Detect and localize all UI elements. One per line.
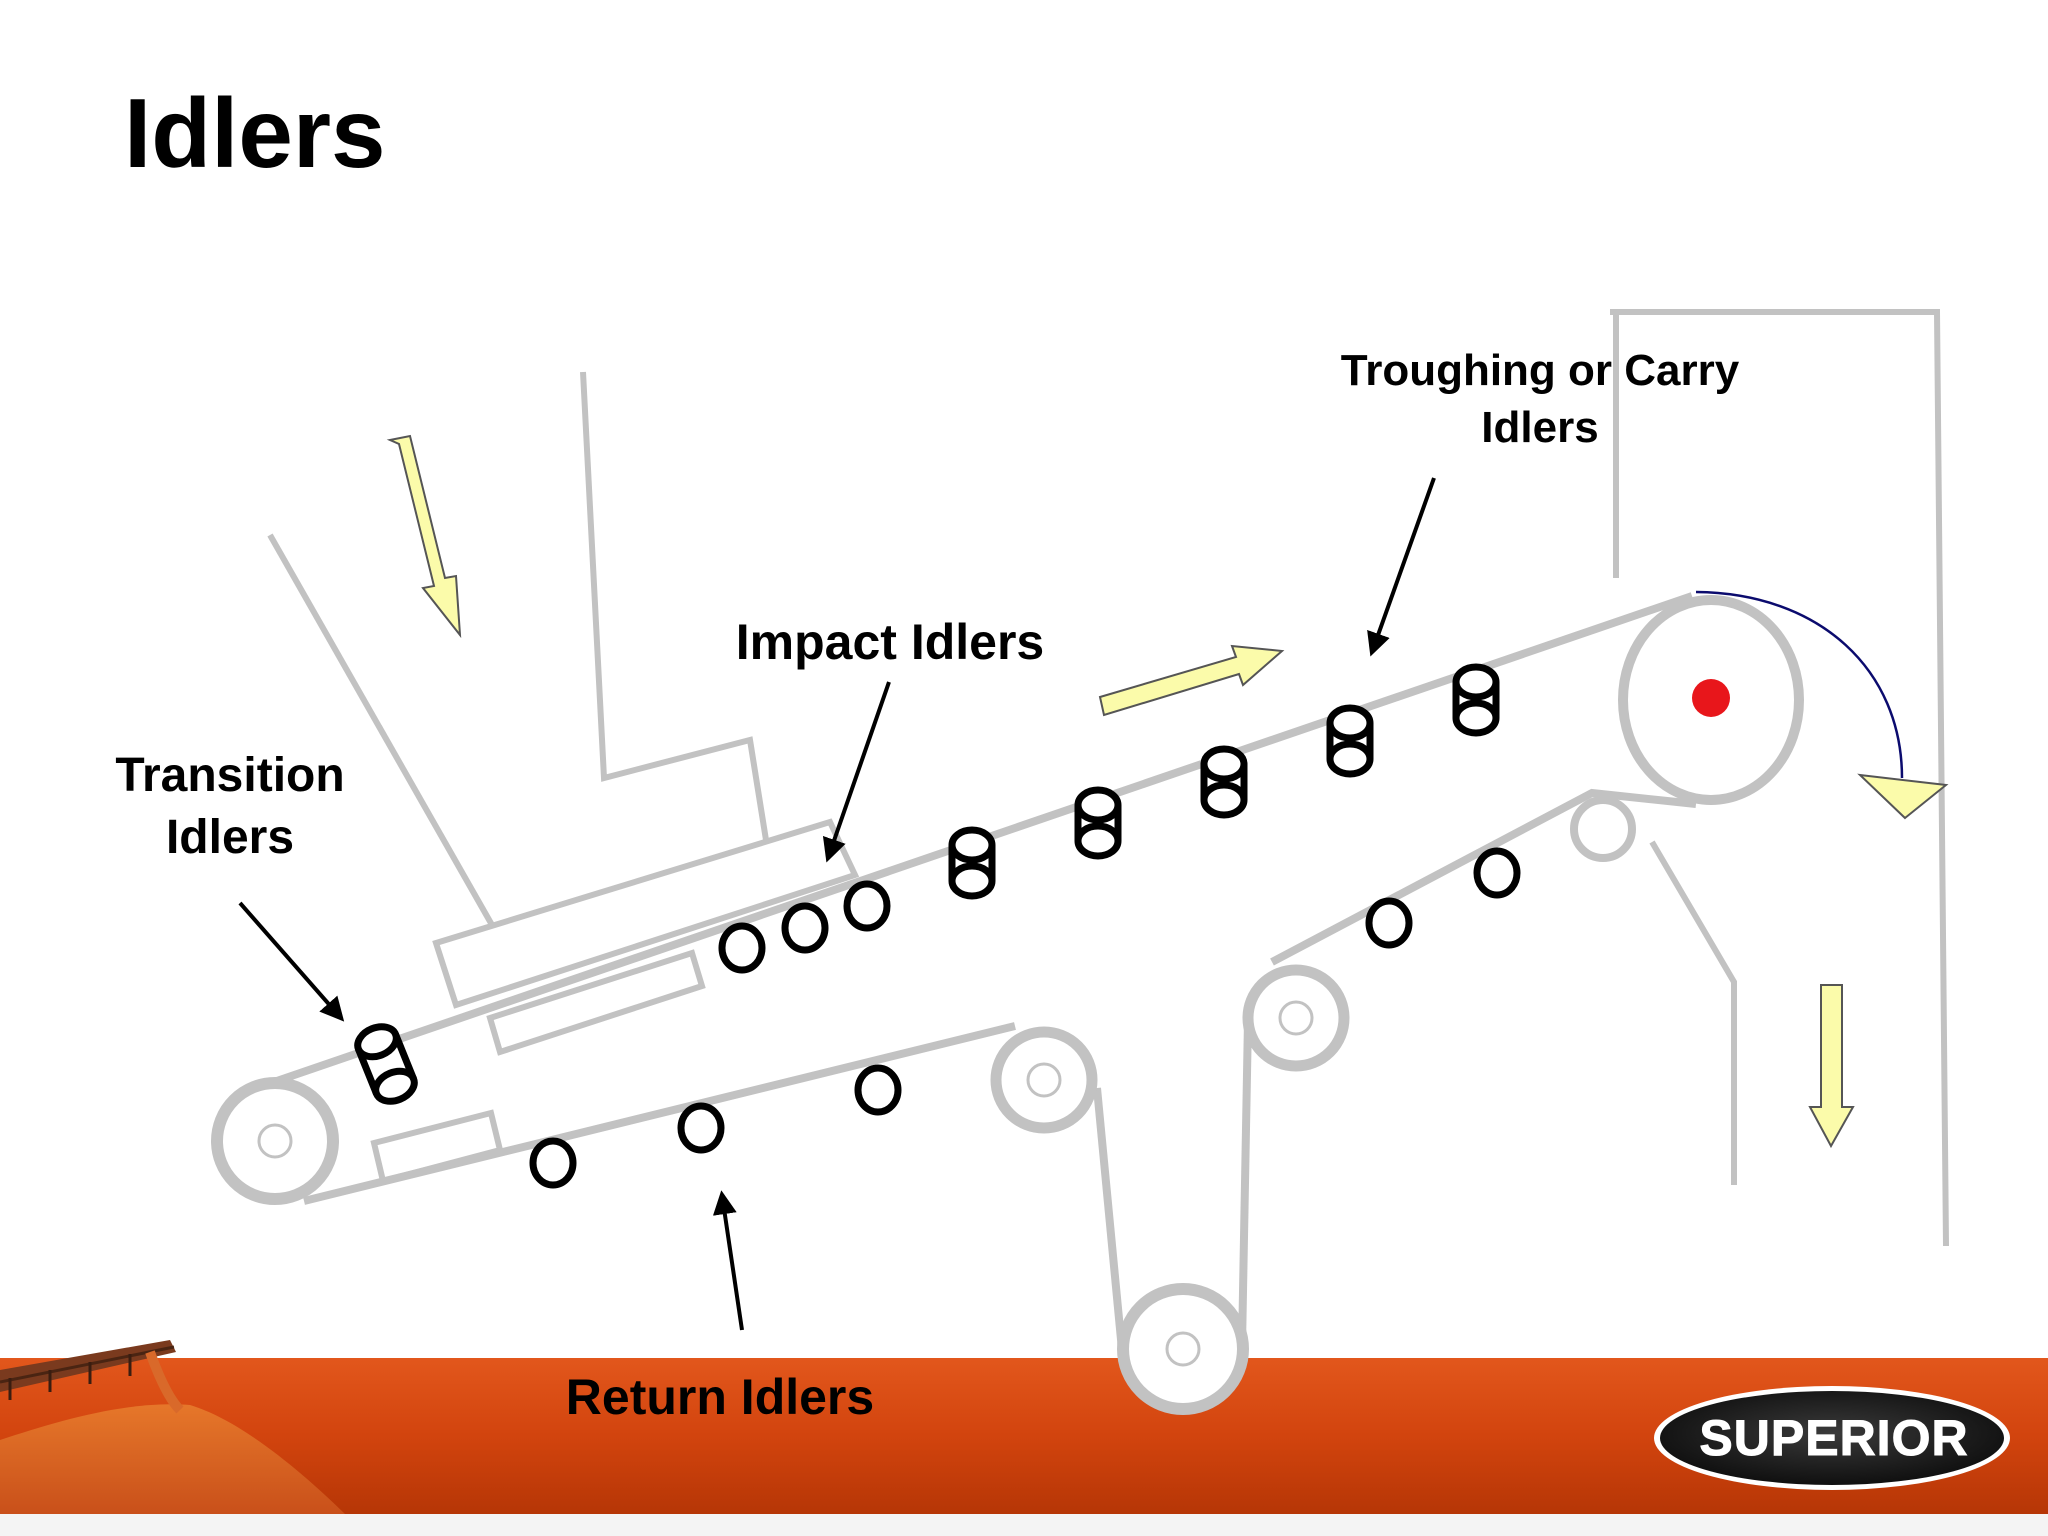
callout-arrows (238, 477, 1436, 1331)
conveyor-belt (266, 592, 1697, 1351)
chute-structure (267, 309, 1949, 1247)
impact-idlers-label: Impact Idlers (735, 614, 1045, 670)
return-idler (529, 1137, 577, 1189)
superior-logo: SUPERIOR (1654, 1386, 2010, 1490)
head-pulley (1618, 595, 1804, 805)
take-up-pulley (1117, 1283, 1249, 1415)
flow-arrows (386, 434, 1855, 1149)
return-idlers (529, 847, 1521, 1189)
transition-pointer (238, 901, 345, 1022)
troughing-idler (1200, 745, 1248, 819)
impact-idler (781, 902, 829, 954)
troughing-idler (1074, 786, 1122, 860)
impact-idlers (718, 880, 891, 974)
troughing-idler (948, 826, 996, 900)
snub-pulley (990, 1026, 1098, 1134)
belt-flow-arrow (1098, 644, 1285, 717)
troughing-idlers-label: Troughing or Carry Idlers (1340, 346, 1740, 453)
return-pointer (712, 1190, 744, 1331)
troughing-idlers (948, 663, 1500, 900)
impact-idler (843, 880, 891, 932)
return-idlers-label: Return Idlers (565, 1369, 875, 1425)
transition-idlers-label: Transition Idlers (115, 749, 345, 865)
rotation-arrow (1695, 590, 1949, 820)
deflector-pulley (1570, 796, 1636, 862)
impact-idler (718, 922, 766, 974)
return-idler (1365, 897, 1413, 949)
infeed-flow-arrow (386, 434, 462, 639)
stockpile-image (0, 1340, 345, 1514)
discharge-flow-arrow (1808, 984, 1855, 1149)
troughing-idler (1326, 704, 1374, 778)
impact-pointer (822, 681, 891, 863)
transition-idler (354, 1023, 418, 1105)
troughing-pointer (1367, 477, 1436, 657)
slide-title: Idlers (124, 78, 386, 188)
logo-text: SUPERIOR (1699, 1410, 1968, 1466)
return-idler (854, 1064, 902, 1116)
transition-idlers (354, 1023, 418, 1105)
return-idler (1473, 847, 1521, 899)
tail-pulley (211, 1077, 339, 1205)
skirtboard (432, 818, 860, 1009)
troughing-idler (1452, 663, 1500, 737)
bend-pulley (1242, 964, 1350, 1072)
return-idler (677, 1102, 725, 1154)
